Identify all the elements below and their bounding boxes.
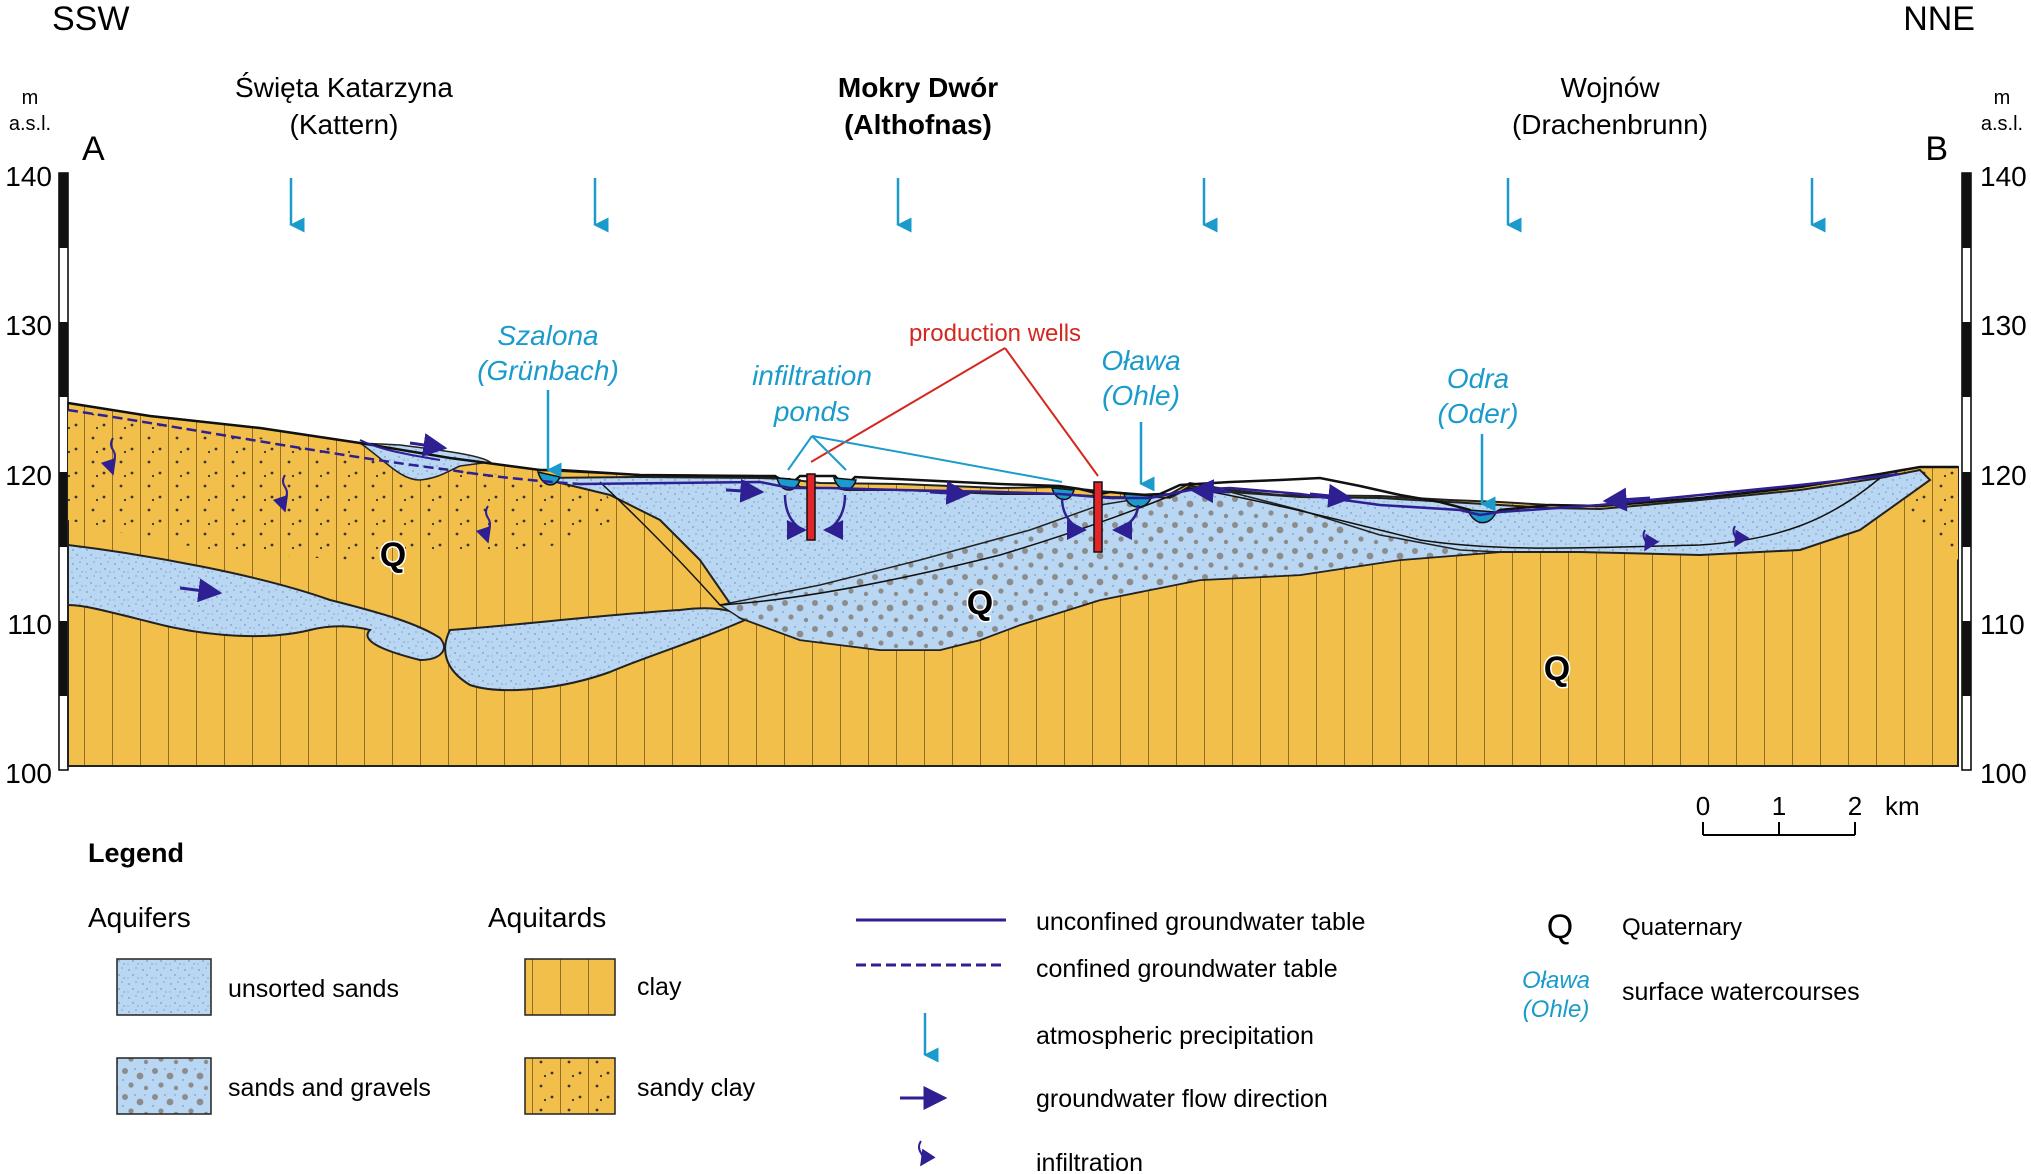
legend-infiltration: infiltration	[1036, 1149, 1143, 1174]
elevation-tick-120: 120	[5, 460, 52, 491]
watercourse-szalona-name: Szalona	[497, 320, 598, 351]
well-recharge-flow	[783, 494, 1140, 540]
aquifer-boundary	[1189, 477, 1881, 549]
production-well-left	[806, 473, 816, 541]
legend: Legend Aquifers Aquitards unsorted sands…	[88, 838, 1860, 1174]
legend-swatch-infiltration	[918, 1140, 936, 1167]
axis-unit-right-2: a.s.l.	[1981, 113, 2023, 135]
scale-tick-2: 2	[1848, 791, 1862, 821]
flow-arrow	[1189, 479, 1231, 504]
production-well-right	[1093, 481, 1103, 553]
unconfined-table-left	[359, 439, 441, 461]
legend-sandy-clay: sandy clay	[637, 1074, 756, 1102]
locality-3-name: Wojnów	[1560, 72, 1660, 103]
elevation-axis-right: 140 130 120 110 100	[1961, 161, 2027, 789]
flow-arrow	[179, 578, 223, 603]
flow-arrow	[409, 433, 448, 457]
axis-unit-left-1: m	[22, 87, 39, 109]
section-point-b: B	[1925, 130, 1948, 168]
locality-3-german: (Drachenbrunn)	[1512, 109, 1708, 140]
locality-1-german: (Kattern)	[290, 109, 399, 140]
axis-unit-right-1: m	[1994, 87, 2011, 109]
infiltration-arrow	[1642, 529, 1660, 552]
watercourse-odra-german: (Oder)	[1438, 398, 1519, 429]
axis-unit-left-2: a.s.l.	[9, 113, 51, 135]
watercourse-arrows	[546, 390, 1496, 512]
scale-unit: km	[1885, 791, 1920, 821]
infiltration-arrows	[100, 437, 1750, 552]
legend-watercourse-sample-1: Oława	[1522, 967, 1590, 994]
scale-tick-0: 0	[1696, 791, 1710, 821]
elevation-axis-left: 140 130 120 110 100	[5, 161, 69, 789]
annotation-pointers	[787, 347, 1099, 483]
watercourse-olawa-german: (Ohle)	[1102, 380, 1180, 411]
elevation-tick-110-right: 110	[1980, 609, 2025, 640]
flow-arrow	[1602, 487, 1651, 512]
orientation-right: NNE	[1903, 0, 1975, 38]
legend-confined: confined groundwater table	[1036, 955, 1338, 983]
legend-quaternary-symbol: Q	[1547, 908, 1573, 946]
unsorted-sands-lower-lens	[67, 543, 445, 662]
infiltration-arrow	[100, 437, 117, 476]
legend-unconfined: unconfined groundwater table	[1036, 908, 1365, 936]
legend-precipitation: atmospheric precipitation	[1036, 1022, 1314, 1050]
elevation-tick-130: 130	[5, 310, 52, 341]
elevation-tick-140-right: 140	[1980, 161, 2027, 192]
legend-swatch-unsorted-sands	[116, 958, 212, 1016]
section-point-a: A	[82, 130, 105, 168]
legend-swatch-sandy-clay	[524, 1057, 616, 1115]
legend-unsorted-sands: unsorted sands	[228, 975, 399, 1003]
quaternary-symbol: Q	[380, 536, 406, 574]
quaternary-symbol: Q	[1544, 650, 1570, 688]
elevation-tick-140: 140	[5, 161, 52, 192]
locality-2-german: (Althofnas)	[844, 109, 992, 140]
infiltration-ponds-label-1: infiltration	[752, 360, 872, 391]
ground-surface	[67, 401, 1958, 524]
scale-bar: 0 1 2 km	[1696, 791, 1920, 836]
watercourse-olawa-name: Oława	[1101, 345, 1180, 376]
locality-2-name: Mokry Dwór	[838, 72, 998, 103]
unsorted-sands-lower-lens-2	[444, 607, 747, 692]
legend-swatch-sands-gravels	[116, 1057, 212, 1115]
flow-arrow	[725, 478, 765, 503]
cross-section-body	[67, 401, 1959, 767]
watercourse-odra-name: Odra	[1447, 363, 1509, 394]
aquitard-boundary	[599, 481, 1191, 606]
production-wells-label: production wells	[909, 320, 1081, 347]
scale-tick-1: 1	[1772, 791, 1786, 821]
flow-arrow	[929, 480, 971, 505]
quaternary-symbol: Q	[967, 584, 993, 622]
legend-swatch-clay	[524, 958, 616, 1016]
elevation-tick-110: 110	[7, 609, 52, 640]
legend-clay: clay	[637, 973, 682, 1001]
flow-arrow	[1309, 483, 1353, 508]
elevation-tick-130-right: 130	[1980, 310, 2027, 341]
flow-arrows	[179, 433, 1651, 603]
precipitation-arrows	[289, 178, 1826, 233]
legend-quaternary: Quaternary	[1622, 914, 1742, 941]
legend-surface-watercourses: surface watercourses	[1622, 978, 1860, 1006]
elevation-tick-120-right: 120	[1980, 460, 2027, 491]
production-wells	[806, 473, 1103, 553]
legend-flow: groundwater flow direction	[1036, 1085, 1328, 1113]
legend-aquifers-title: Aquifers	[88, 902, 191, 933]
infiltration-ponds-label-2: ponds	[773, 396, 850, 427]
elevation-tick-100-right: 100	[1980, 758, 2027, 789]
orientation-left: SSW	[52, 0, 129, 38]
sandy-clay-lens-left	[68, 410, 620, 560]
infiltration-arrow	[475, 505, 492, 544]
confined-table	[67, 408, 581, 486]
legend-sands-gravels: sands and gravels	[228, 1074, 431, 1102]
legend-aquitards-title: Aquitards	[488, 902, 606, 933]
sands-gravels-wedge	[718, 487, 1501, 651]
elevation-tick-100: 100	[5, 758, 52, 789]
legend-title: Legend	[88, 838, 184, 868]
watercourse-szalona-german: (Grünbach)	[477, 355, 619, 386]
infiltration-arrow	[272, 474, 289, 513]
legend-watercourse-sample-2: (Ohle)	[1523, 996, 1590, 1023]
infiltration-arrow	[1732, 525, 1750, 548]
locality-1-name: Święta Katarzyna	[235, 71, 453, 103]
